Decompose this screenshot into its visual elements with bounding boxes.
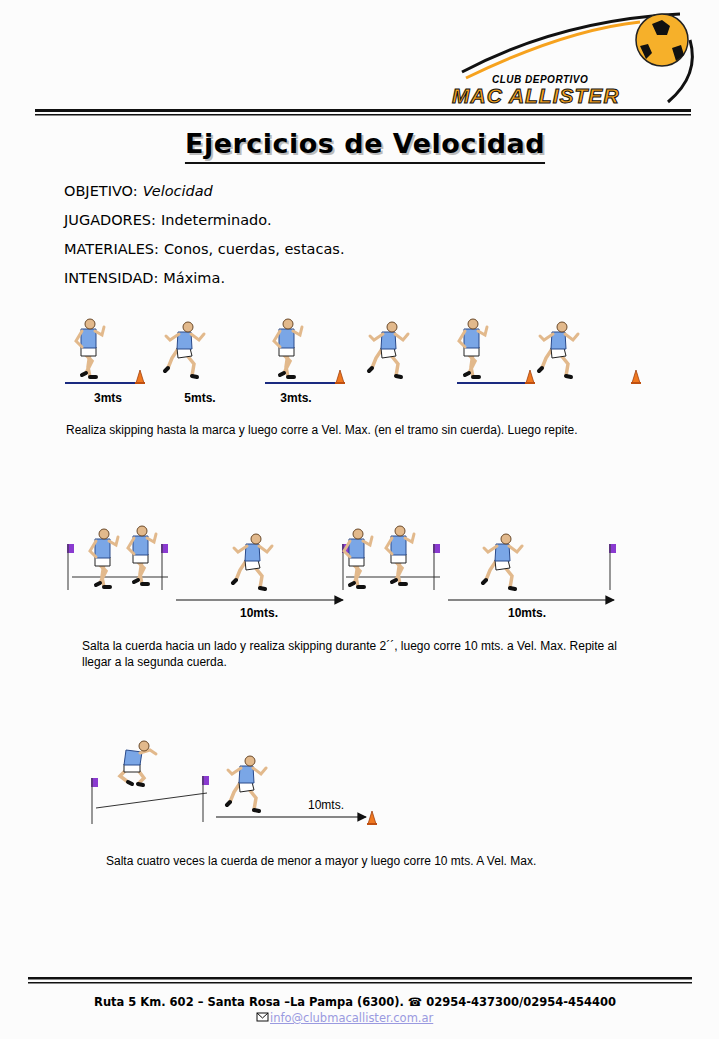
- club-name: CLUB DEPORTIVO: [492, 74, 588, 85]
- exercise-description: Realiza skipping hasta la marca y luego …: [66, 423, 578, 437]
- field-value: Conos, cuerdas, estacas.: [164, 241, 345, 257]
- footer-email: info@clubmacallister.com.ar: [270, 1011, 433, 1025]
- distance-label: 5mts.: [184, 391, 215, 405]
- field-value: Velocidad: [143, 183, 213, 199]
- field-label: INTENSIDAD:: [64, 270, 158, 286]
- page-title: Ejercicios de Velocidad: [185, 128, 545, 159]
- footer-address: Ruta 5 Km. 602 – Santa Rosa –La Pampa (6…: [94, 995, 616, 1009]
- distance-label: 3mts: [94, 391, 122, 405]
- field-value: Indeterminado.: [161, 212, 272, 228]
- distance-label: 10mts.: [508, 606, 546, 620]
- field-label: JUGADORES:: [64, 212, 156, 228]
- field-label: MATERIALES:: [64, 241, 159, 257]
- distance-label: 3mts.: [280, 391, 311, 405]
- exercise-description: Salta cuatro veces la cuerda de menor a …: [106, 854, 536, 868]
- distance-label: 10mts.: [240, 606, 278, 620]
- distance-label: 10mts.: [308, 798, 344, 812]
- field-value: Máxima.: [163, 270, 225, 286]
- exercise-description: Salta la cuerda hacia un lado y realiza …: [82, 638, 630, 670]
- club-logo-text: MAC ALLISTER: [452, 84, 620, 108]
- field-label: OBJETIVO:: [64, 183, 138, 199]
